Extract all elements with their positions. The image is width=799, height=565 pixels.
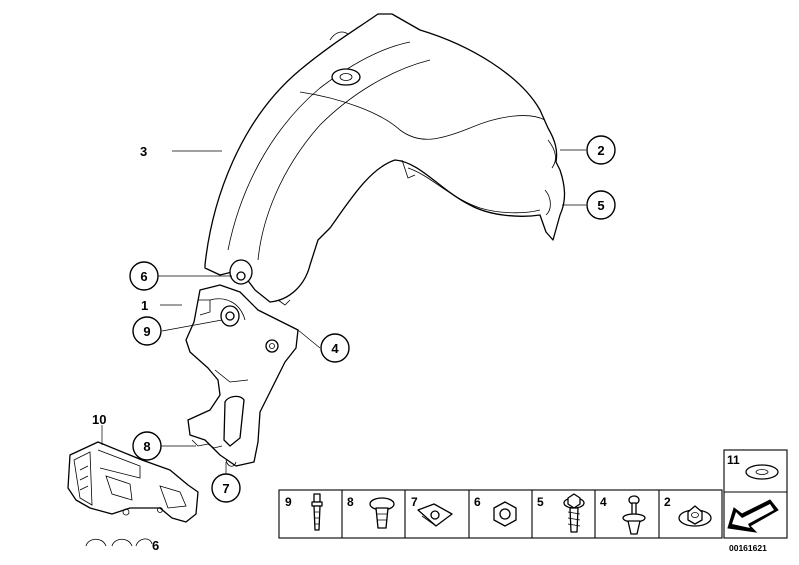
callout-part-7-text: 7: [222, 481, 229, 496]
panel-cell-5: 5: [537, 495, 544, 509]
callout-part-7: 7: [211, 473, 241, 503]
panel-cell-7: 7: [411, 495, 418, 509]
callout-part-8-text: 8: [143, 439, 150, 454]
extra-part-cell: 11: [723, 449, 788, 539]
panel-cell-4: 4: [600, 495, 607, 509]
callout-part-2: 2: [586, 135, 616, 165]
washer-icon: [745, 464, 779, 480]
leader-lines: [101, 149, 586, 474]
plastic-screw-icon: [369, 497, 395, 529]
document-id: 00161621: [729, 543, 767, 553]
label-part-10: 10: [92, 412, 106, 427]
label-part-1: 1: [141, 298, 148, 313]
callout-part-6-upper: 6: [129, 261, 159, 291]
panel-cell-9: 9: [285, 495, 292, 509]
wheel-arch-liner: [204, 13, 566, 306]
washer-nut-icon: [678, 505, 712, 527]
hex-nut-icon: [493, 501, 517, 527]
callout-part-5-text: 5: [597, 198, 604, 213]
callout-part-4: 4: [320, 333, 350, 363]
callout-part-6-upper-text: 6: [140, 269, 147, 284]
callout-part-4-text: 4: [331, 341, 339, 356]
bracket-part-10: [67, 441, 199, 523]
callout-part-8: 8: [132, 431, 162, 461]
panel-cell-2: 2: [664, 495, 671, 509]
spring-nut-icon: [417, 503, 453, 527]
callout-part-9-text: 9: [143, 324, 150, 339]
screw-washer-icon: [563, 493, 585, 533]
callout-part-5: 5: [586, 190, 616, 220]
panel-cell-11: 11: [727, 453, 740, 467]
callout-part-2-text: 2: [597, 143, 604, 158]
fastener-panel: 9 8 7 6 5 4 2: [278, 489, 723, 539]
callout-part-9: 9: [132, 316, 162, 346]
expansion-rivet-icon: [622, 495, 646, 535]
label-part-6-lower: 6: [152, 538, 159, 553]
panel-cell-8: 8: [347, 495, 354, 509]
panel-cell-6: 6: [474, 495, 481, 509]
label-part-3: 3: [140, 144, 147, 159]
liner-cover-part: [185, 284, 299, 467]
rivet-icon: [311, 493, 323, 531]
direction-arrow-icon: [727, 499, 779, 533]
clip-icons-row: [85, 538, 153, 547]
